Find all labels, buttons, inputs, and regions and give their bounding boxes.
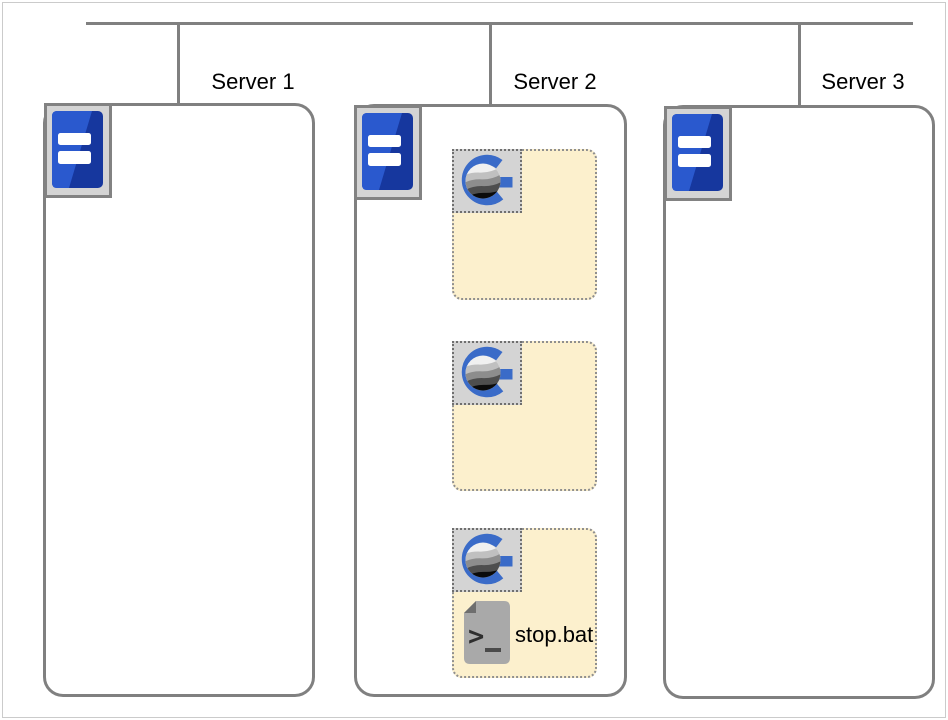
server-tile-2 — [354, 105, 422, 200]
server3-connector-line — [798, 22, 801, 107]
globe-g-logo-icon — [456, 345, 518, 401]
group-c-app-tile — [452, 528, 522, 592]
group-a-box — [452, 149, 597, 300]
server2-label: Server 2 — [513, 69, 597, 94]
server3-label: Server 3 — [821, 69, 905, 94]
server1-label: Server 1 — [211, 69, 295, 94]
server1-box — [43, 103, 315, 697]
group-c-box: stop.bat — [452, 528, 597, 678]
globe-g-logo-icon — [456, 532, 518, 588]
server-tower-icon — [357, 108, 419, 197]
server2-connector-line — [489, 22, 492, 106]
group-b-app-tile — [452, 341, 522, 405]
globe-g-logo-icon — [456, 153, 518, 209]
server-tower-icon — [47, 106, 109, 195]
server-tower-icon — [667, 109, 729, 198]
group-a-app-tile — [452, 149, 522, 213]
network-bus-line — [86, 22, 913, 25]
group-b-box — [452, 341, 597, 491]
terminal-script-file-icon — [462, 600, 512, 665]
script-file-label: stop.bat — [515, 622, 594, 647]
server1-connector-line — [177, 22, 180, 105]
server3-box — [663, 105, 935, 699]
server-tile-3 — [664, 106, 732, 201]
server-tile-1 — [44, 103, 112, 198]
